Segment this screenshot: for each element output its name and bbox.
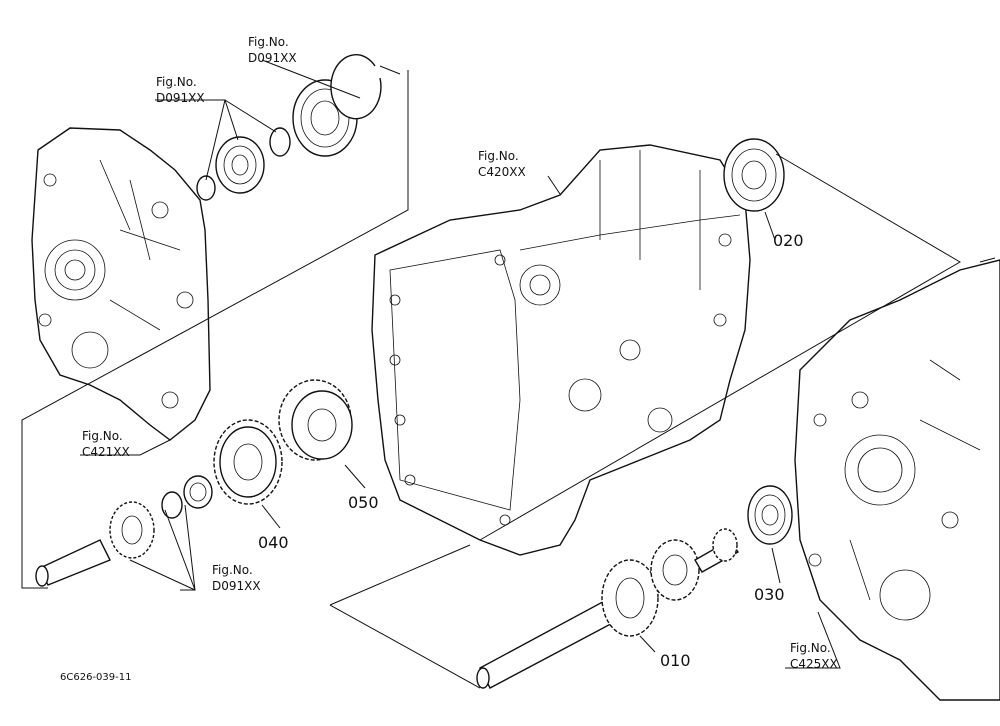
gear-040[interactable]: [213, 419, 283, 505]
bearing-030[interactable]: [747, 485, 793, 545]
fig-ref-c425xx[interactable]: Fig.No. C425XX: [790, 641, 838, 671]
svg-text:Fig.No.: Fig.No.: [478, 149, 519, 163]
right-housing[interactable]: [794, 259, 1000, 701]
leader-lines: [21, 59, 996, 689]
svg-text:Fig.No.: Fig.No.: [156, 75, 197, 89]
part-label-040: 040: [258, 533, 289, 552]
main-shaft-010[interactable]: [476, 528, 740, 689]
gear-050[interactable]: [278, 379, 353, 461]
bearing-small-top[interactable]: [215, 136, 265, 194]
snap-ring-top[interactable]: [330, 54, 382, 120]
collar-lower-left[interactable]: [161, 491, 183, 519]
fig-ref-d091xx-top-left[interactable]: Fig.No. D091XX: [156, 75, 205, 105]
svg-text:D091XX: D091XX: [248, 51, 297, 65]
fig-ref-d091xx-top-right[interactable]: Fig.No. D091XX: [248, 35, 297, 65]
part-label-010: 010: [660, 651, 691, 670]
svg-text:Fig.No.: Fig.No.: [82, 429, 123, 443]
input-shaft[interactable]: [35, 501, 155, 587]
fig-ref-d091xx-bottom[interactable]: Fig.No. D091XX: [212, 563, 261, 593]
svg-text:Fig.No.: Fig.No.: [790, 641, 831, 655]
part-label-030: 030: [754, 585, 785, 604]
fig-ref-c420xx[interactable]: Fig.No. C420XX: [478, 149, 526, 179]
part-label-020: 020: [773, 231, 804, 250]
transmission-case[interactable]: [371, 144, 751, 556]
svg-text:Fig.No.: Fig.No.: [212, 563, 253, 577]
svg-text:C425XX: C425XX: [790, 657, 838, 671]
svg-text:D091XX: D091XX: [212, 579, 261, 593]
fig-ref-c421xx[interactable]: Fig.No. C421XX: [82, 429, 130, 459]
drawing-code: 6C626-039-11: [60, 672, 131, 683]
bearing-020[interactable]: [723, 138, 785, 212]
svg-text:C421XX: C421XX: [82, 445, 130, 459]
bearing-lower-left[interactable]: [183, 475, 213, 509]
part-label-050: 050: [348, 493, 379, 512]
svg-text:D091XX: D091XX: [156, 91, 205, 105]
svg-text:C420XX: C420XX: [478, 165, 526, 179]
snap-ring-small[interactable]: [196, 175, 216, 201]
svg-text:Fig.No.: Fig.No.: [248, 35, 289, 49]
collar-top[interactable]: [269, 127, 291, 157]
left-housing-cover[interactable]: [31, 127, 211, 441]
